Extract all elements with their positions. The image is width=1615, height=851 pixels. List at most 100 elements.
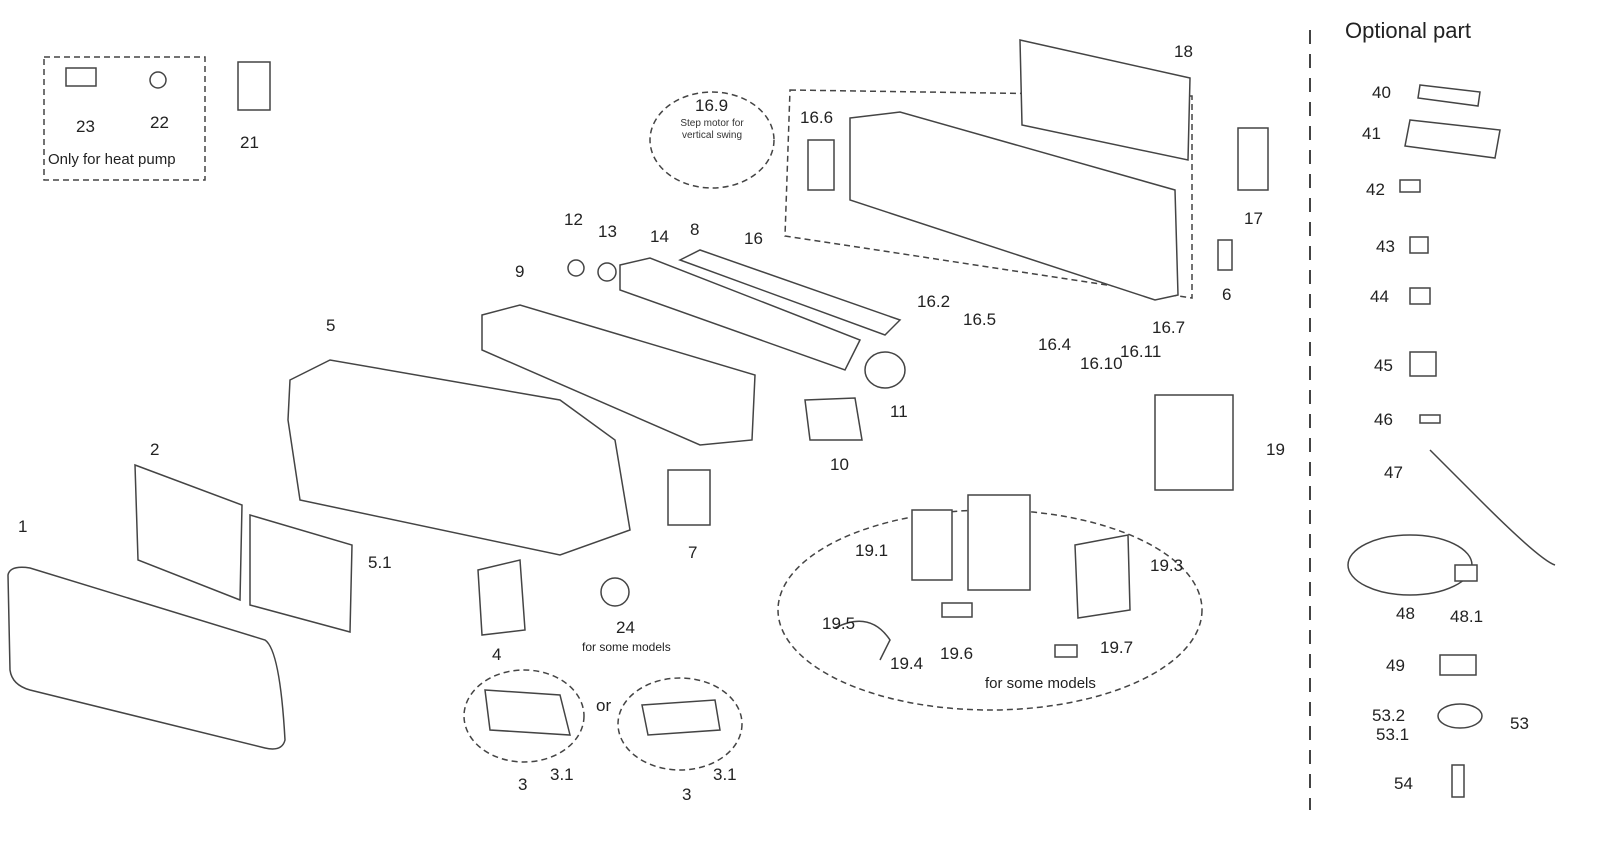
part-number-label: 16.7: [1152, 318, 1186, 337]
part-number-label: 4: [492, 645, 502, 664]
part-number-label: 41: [1362, 124, 1381, 143]
step-motor-16-6: [807, 139, 835, 191]
part-number-label: 53.1: [1376, 725, 1410, 744]
part-number-label: 2: [150, 440, 160, 459]
part-number-label: 21: [240, 133, 259, 152]
part-22: [149, 71, 167, 89]
part-number-label: 16.5: [963, 310, 997, 329]
part-number-label: 16.2: [917, 292, 951, 311]
part-19-7: [1054, 644, 1078, 658]
part-4: [477, 559, 526, 636]
part-number-label: 11: [890, 402, 908, 421]
part-number-label: 16: [744, 229, 763, 248]
part-number-label: 19: [1266, 440, 1285, 459]
wire-19-5: [834, 620, 891, 661]
heat-pump-note: Only for heat pump: [48, 151, 176, 168]
part-number-label: 3: [518, 775, 528, 794]
part-number-label: 43: [1376, 237, 1395, 256]
opt-47: [1429, 449, 1556, 566]
part-number-label: 16.11: [1120, 342, 1162, 361]
part-number-label: 7: [688, 543, 698, 562]
opt-54: [1451, 764, 1465, 798]
opt-40: [1417, 84, 1481, 107]
remote-controller: [237, 61, 271, 111]
step-motor-note: Step motor for vertical swing: [680, 118, 744, 141]
evaporator: [481, 304, 756, 446]
display-board-b: [641, 699, 721, 736]
part-number-label: 16.4: [1038, 335, 1072, 354]
part-6: [1217, 239, 1233, 271]
air-filter-right: [249, 513, 353, 633]
frame: [849, 111, 1179, 301]
opt-53: [1437, 703, 1483, 729]
motor-clamp: [804, 397, 863, 441]
part-number-label: 3: [682, 785, 692, 804]
part-number-label: 14: [650, 227, 669, 246]
part-number-label: 16.10: [1080, 354, 1123, 373]
display-board-callout-b: [617, 677, 743, 771]
front-panel: [7, 566, 286, 750]
part-number-label: 18: [1174, 42, 1193, 61]
part-number-label: 48: [1396, 604, 1415, 623]
control-box-19: [1154, 394, 1234, 491]
part-number-label: 23: [76, 117, 95, 136]
part-number-label: 24: [616, 618, 635, 637]
frame-group-outline: [784, 89, 1193, 299]
part-number-label: 1: [18, 517, 28, 536]
display-board-callout-a: [463, 669, 585, 763]
part-number-label: 45: [1374, 356, 1393, 375]
part-number-label: 17: [1244, 209, 1263, 228]
part-13: [597, 262, 617, 282]
part-12: [567, 259, 585, 277]
opt-48: [1347, 534, 1473, 596]
opt-43: [1409, 236, 1429, 254]
opt-49: [1439, 654, 1477, 676]
opt-48-1: [1454, 564, 1478, 582]
part-23: [65, 67, 97, 87]
fan-bracket: [678, 249, 902, 336]
part-17: [1237, 127, 1269, 191]
part-number-label: 46: [1374, 410, 1393, 429]
part-number-label: 19.3: [1150, 556, 1184, 575]
part-number-label: 22: [150, 113, 169, 132]
part-number-label: 16.6: [800, 108, 834, 127]
part-24: [600, 577, 630, 607]
part-number-label: 54: [1394, 774, 1413, 793]
optional-part-title: Optional part: [1345, 18, 1471, 43]
part-number-label: 44: [1370, 287, 1389, 306]
cover-19-3: [1074, 534, 1131, 619]
part-number-label: 3.1: [550, 765, 574, 784]
or-label: or: [596, 696, 612, 715]
opt-44: [1409, 287, 1431, 305]
some-models-note-19: for some models: [985, 675, 1096, 692]
part-number-label: 13: [598, 222, 617, 241]
part-number-label: 42: [1366, 180, 1385, 199]
part-number-label: 19.7: [1100, 638, 1134, 657]
part-19-2: [967, 494, 1031, 591]
fan-motor: [864, 351, 906, 389]
air-filter-left: [134, 463, 243, 602]
part-number-label: 49: [1386, 656, 1405, 675]
part-number-label: 5: [326, 316, 336, 335]
opt-45: [1409, 351, 1437, 377]
installation-plate: [1019, 39, 1191, 161]
chassis: [287, 359, 631, 556]
some-models-note-24: for some models: [582, 640, 671, 654]
terminal-19-6: [941, 602, 973, 618]
part-number-label: 19.5: [822, 614, 856, 633]
heat-pump-group-box: [43, 56, 206, 181]
part-number-label: 6: [1222, 285, 1232, 304]
part-number-label: 47: [1384, 463, 1403, 482]
opt-41: [1404, 119, 1501, 159]
part-number-label: 19.4: [890, 654, 924, 673]
part-number-label: 12: [564, 210, 583, 229]
display-board-a: [484, 689, 571, 736]
part-number-label: 10: [830, 455, 849, 474]
part-number-label: 3.1: [713, 765, 737, 784]
step-motor-callout: [649, 91, 775, 189]
part-number-label: 48.1: [1450, 607, 1484, 626]
part-number-label: 40: [1372, 83, 1391, 102]
control-box-callout: [777, 509, 1203, 711]
